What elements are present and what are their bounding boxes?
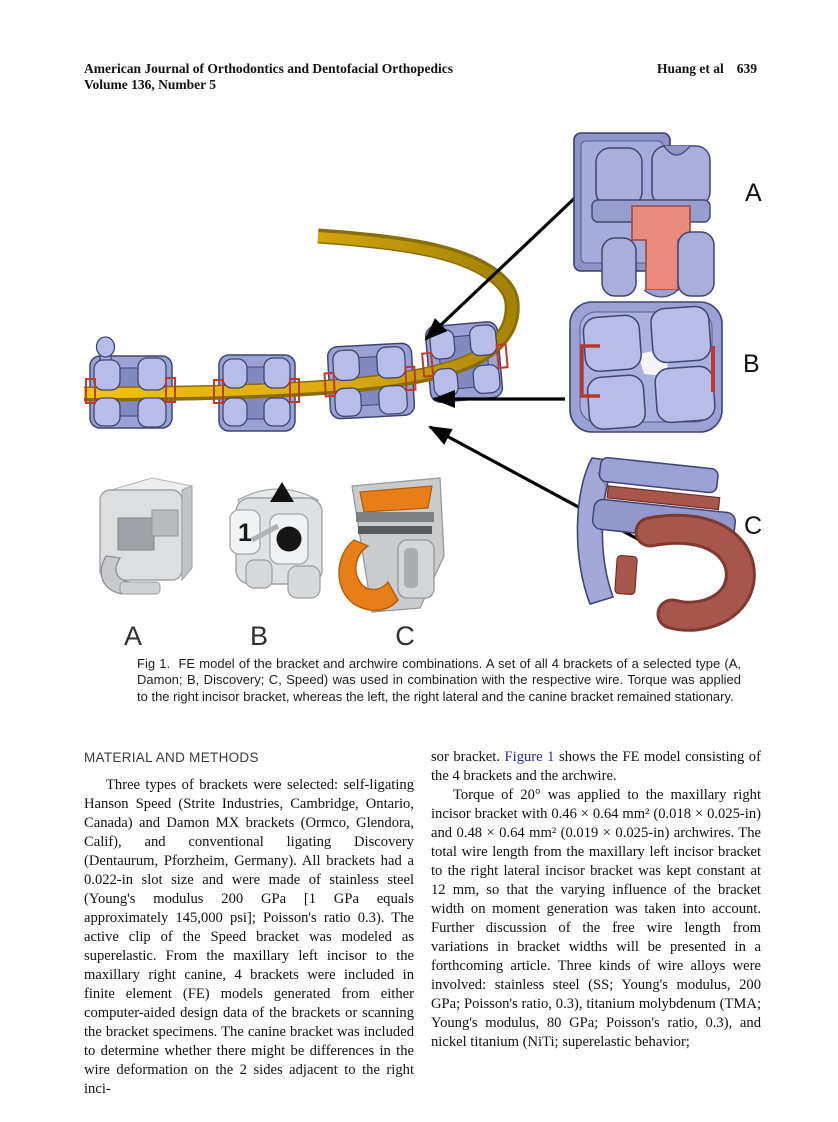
fe-render-discovery — [569, 301, 723, 433]
ligature-ring — [85, 378, 96, 404]
ligature-ring — [323, 371, 336, 398]
left-column: MATERIAL AND METHODS Three types of brac… — [84, 748, 414, 1099]
fe-canine-bracket-wings — [85, 357, 176, 428]
figure-caption: Fig 1. FE model of the bracket and archw… — [137, 656, 741, 705]
paragraph-text: shows the FE model consisting of the 4 b… — [431, 749, 761, 784]
photo-damon-bracket — [99, 477, 193, 595]
triangle-mark — [270, 482, 294, 502]
speed-clip-top-orange — [359, 485, 433, 513]
photo-label-a: A — [124, 621, 142, 651]
photo-speed-bracket — [338, 477, 445, 613]
photo-b-number-mark: 1 — [238, 519, 252, 547]
ligature-ring — [165, 377, 176, 403]
ligature-ring — [404, 365, 417, 392]
photo-label-c: C — [395, 621, 415, 651]
fe-label-c: C — [744, 512, 762, 540]
fe-right-incisor-bracket-wings — [421, 324, 509, 398]
fe-central-incisor-bracket-wings — [323, 346, 417, 418]
fe-render-damon — [573, 132, 715, 298]
photo-discovery-bracket: 1 — [229, 482, 323, 599]
right-column: sor bracket. Figure 1 shows the FE model… — [431, 748, 761, 1052]
ligature-ring — [421, 351, 435, 378]
ligature-ring — [495, 343, 509, 370]
fe-render-speed — [576, 456, 756, 632]
authors: Huang et al — [656, 61, 724, 76]
left-column-paragraph: Three types of brackets were selected: s… — [84, 777, 414, 1097]
figure-caption-text: FE model of the bracket and archwire com… — [137, 656, 741, 704]
paragraph-text: sor bracket. — [431, 749, 505, 765]
dot-mark — [276, 526, 302, 552]
ligature-ring — [289, 378, 300, 403]
arrow-from-a — [424, 174, 600, 341]
right-column-paragraph-2: Torque of 20° was applied to the maxilla… — [431, 787, 761, 1050]
journal-title: American Journal of Orthodontics and Den… — [84, 61, 453, 76]
journal-running-head: American Journal of Orthodontics and Den… — [84, 61, 453, 92]
fe-lateral-bracket-wings — [213, 357, 300, 427]
figure-caption-label: Fig 1. — [137, 656, 171, 671]
figure-1-link[interactable]: Figure 1 — [504, 749, 555, 765]
ligature-wire-left — [580, 344, 600, 398]
ligature-ring — [213, 379, 224, 404]
fe-label-b: B — [743, 350, 760, 378]
right-column-paragraph-1: sor bracket. Figure 1 shows the FE model… — [431, 748, 761, 786]
page-number: 639 — [736, 61, 757, 76]
page-running-head-right: Huang et al 639 — [657, 61, 757, 77]
journal-volume: Volume 136, Number 5 — [84, 76, 217, 92]
section-heading: MATERIAL AND METHODS — [84, 750, 259, 765]
speed-spring-clip — [637, 516, 753, 629]
fe-label-a: A — [745, 179, 762, 207]
photo-label-b: B — [250, 621, 268, 651]
figure-1: 1 A B C A B C — [80, 105, 772, 653]
speed-clip-orange — [338, 539, 399, 611]
